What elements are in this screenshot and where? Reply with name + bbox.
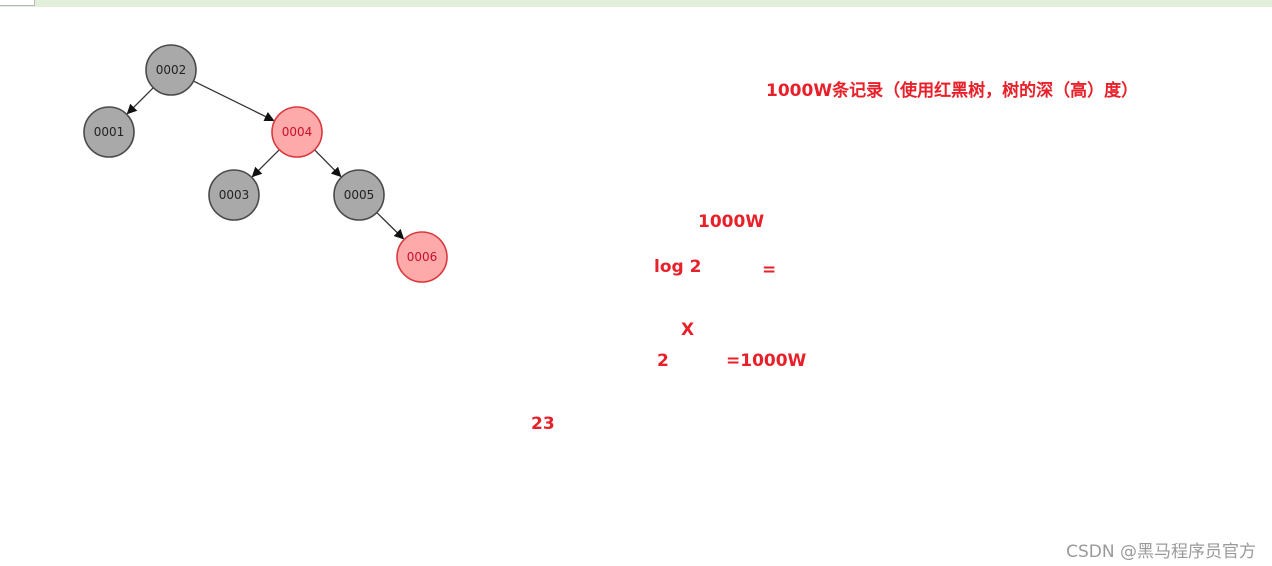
tree-node-0002: 0002: [145, 44, 197, 96]
csdn-watermark: CSDN @黑马程序员官方: [1066, 542, 1256, 562]
tree-node-circle: [83, 106, 135, 158]
tree-edge-0002-0001: [126, 87, 154, 115]
tree-node-0001: 0001: [83, 106, 135, 158]
answer-23: 23: [531, 414, 555, 434]
tree-node-circle: [396, 231, 448, 283]
tree-edge-0002-0004: [193, 80, 275, 122]
tree-node-0006: 0006: [396, 231, 448, 283]
base-two: 2: [657, 351, 669, 371]
tree-node-0003: 0003: [208, 169, 260, 221]
tree-node-circle: [145, 44, 197, 96]
log2-label: log 2: [654, 257, 702, 277]
tree-node-0005: 0005: [333, 169, 385, 221]
x-variable: X: [681, 320, 695, 340]
top-strip: [0, 0, 1272, 7]
tree-edge-0004-0005: [314, 149, 342, 178]
tree-node-circle: [271, 106, 323, 158]
tree-node-circle: [333, 169, 385, 221]
value-1000w: 1000W: [698, 212, 765, 232]
title-note: 1000W条记录（使用红黑树，树的深（高）度）: [766, 81, 1139, 101]
tree-node-circle: [208, 169, 260, 221]
equals-1000w: =1000W: [726, 351, 807, 371]
red-black-tree-diagram: 0002 0001 0004 0003 0005 0006: [83, 44, 448, 283]
tree-edge-0004-0003: [251, 149, 280, 178]
tree-node-label: 0003: [219, 188, 250, 202]
tree-node-label: 0006: [407, 250, 438, 264]
tree-node-label: 0002: [156, 63, 187, 77]
tree-edge-0005-0006: [376, 212, 405, 240]
top-strip-cell: [0, 0, 35, 6]
tree-node-0004: 0004: [271, 106, 323, 158]
tree-node-label: 0005: [344, 188, 375, 202]
equals-sign: =: [762, 260, 777, 280]
tree-node-label: 0001: [94, 125, 125, 139]
tree-node-label: 0004: [282, 125, 313, 139]
